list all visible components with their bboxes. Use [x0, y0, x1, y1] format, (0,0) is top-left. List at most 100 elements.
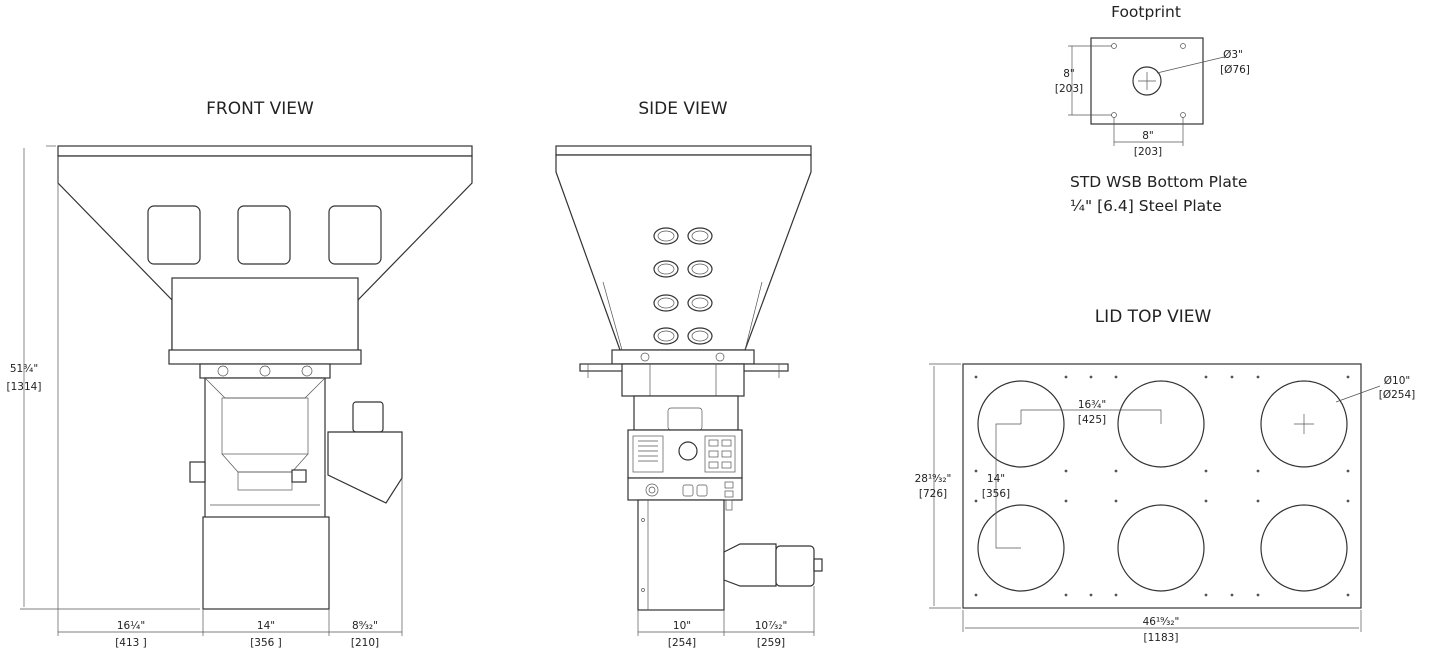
- side-motor-gearbox: [723, 543, 777, 587]
- footprint-height-in: 8": [1063, 68, 1075, 80]
- side-outlet: [696, 484, 708, 497]
- lid-spacing-x-in: 16¾": [1078, 399, 1106, 411]
- front-left-mm: [413 ]: [115, 637, 147, 649]
- sight-port-inner: [657, 330, 675, 342]
- side-mix-chamber: [637, 499, 725, 611]
- control-switch: [708, 439, 719, 447]
- lid-spacing-y-in: 14": [987, 473, 1005, 485]
- footprint-hole-mm: [Ø76]: [1220, 64, 1250, 76]
- sight-port-inner: [657, 230, 675, 242]
- lid-bolt-hole: [1346, 375, 1350, 379]
- front-sight-window: [147, 205, 201, 265]
- lid-bolt-hole: [1114, 593, 1118, 597]
- control-switch: [708, 461, 719, 469]
- lid-hole-in: Ø10": [1384, 375, 1410, 387]
- front-right-mm: [210]: [351, 637, 379, 649]
- side-chamber-rivet: [641, 588, 645, 592]
- control-logo: [678, 441, 698, 461]
- front-height-in: 51¾": [10, 363, 38, 375]
- side-upper-body: [633, 395, 739, 431]
- side-right-in: 10⁷⁄₃₂": [755, 620, 788, 632]
- lid-spacing-x-mm: [425]: [1078, 414, 1106, 426]
- side-hopper-lip: [555, 145, 812, 156]
- lid-bolt-hole: [1064, 593, 1068, 597]
- side-hopper-body: [555, 154, 812, 351]
- lid-bolt-holes: [974, 375, 1350, 597]
- front-flange: [168, 349, 362, 365]
- footprint-note-line1: STD WSB Bottom Plate: [1070, 173, 1247, 191]
- lid-bolt-hole: [974, 499, 978, 503]
- lid-view-title: LID TOP VIEW: [1095, 307, 1212, 327]
- side-chamber-rivet: [641, 518, 645, 522]
- lid-bolt-hole: [1064, 469, 1068, 473]
- plate-hole-leader: [1156, 56, 1225, 74]
- sight-port: [653, 327, 679, 345]
- front-mid-in: 14": [257, 620, 275, 632]
- lid-bolt-hole: [1204, 593, 1208, 597]
- sight-port-inner: [657, 297, 675, 309]
- front-right-in: 8⁹⁄₃₂": [352, 620, 378, 632]
- side-outlet: [682, 484, 694, 497]
- sight-port: [653, 294, 679, 312]
- side-view-title: SIDE VIEW: [638, 99, 727, 119]
- side-switch: [724, 490, 734, 498]
- lid-bolt-hole: [1230, 375, 1234, 379]
- sight-port-inner: [691, 297, 709, 309]
- front-hopper-box: [171, 277, 359, 353]
- front-valve-circle: [259, 365, 271, 377]
- side-view: SIDE VIEW: [555, 99, 823, 649]
- lid-bolt-hole: [1230, 593, 1234, 597]
- sight-port: [653, 227, 679, 245]
- control-switch: [721, 439, 732, 447]
- side-motor-end: [813, 558, 823, 572]
- lid-bolt-hole: [1114, 375, 1118, 379]
- front-valve-circle: [217, 365, 229, 377]
- front-mid-mm: [356 ]: [250, 637, 282, 649]
- lid-bolt-hole: [1256, 375, 1260, 379]
- side-left-in: 10": [673, 620, 691, 632]
- lid-bolt-hole: [1114, 499, 1118, 503]
- front-view-title: FRONT VIEW: [206, 99, 314, 119]
- sight-port: [687, 260, 713, 278]
- front-mix-chamber: [202, 516, 330, 610]
- plate-bolt-hole: [1180, 43, 1186, 49]
- footprint-title: Footprint: [1111, 3, 1181, 21]
- sight-port-inner: [691, 230, 709, 242]
- side-left-mm: [254]: [668, 637, 696, 649]
- lid-bolt-hole: [1256, 469, 1260, 473]
- control-display: [632, 435, 664, 473]
- lid-hole-leader: [1335, 385, 1381, 403]
- front-sensor: [291, 469, 307, 483]
- front-sight-window: [237, 205, 291, 265]
- lid-bolt-hole: [1089, 375, 1093, 379]
- front-height-mm: [1314]: [7, 381, 42, 393]
- sight-port: [653, 260, 679, 278]
- sight-port: [687, 294, 713, 312]
- control-switch-block: [704, 435, 736, 473]
- lid-bolt-hole: [1256, 499, 1260, 503]
- front-view: FRONT VIEW 51¾" [131: [7, 99, 473, 649]
- lid-width-mm: [1183]: [1144, 632, 1179, 644]
- sight-port: [687, 227, 713, 245]
- sight-port-inner: [657, 263, 675, 275]
- front-valve-circle: [301, 365, 313, 377]
- side-flange-bolt: [640, 352, 650, 362]
- lid-hole: [1260, 504, 1348, 592]
- side-sight-ports: [653, 227, 713, 345]
- lid-bolt-hole: [1346, 499, 1350, 503]
- front-sight-window: [328, 205, 382, 265]
- side-hopper-brace: [602, 281, 763, 351]
- side-connector: [645, 483, 659, 497]
- lid-bolt-hole: [1256, 593, 1260, 597]
- lid-hole: [1117, 504, 1205, 592]
- lid-bolt-hole: [1204, 499, 1208, 503]
- footprint-note-line2: ¼" [6.4] Steel Plate: [1070, 197, 1222, 215]
- sight-port-inner: [691, 330, 709, 342]
- lid-bolt-hole: [974, 375, 978, 379]
- front-hopper-lip: [57, 145, 473, 157]
- front-weigh-window: [221, 397, 309, 455]
- lid-height-mm: [726]: [919, 488, 947, 500]
- side-plug: [725, 499, 733, 511]
- side-flange-bolt: [715, 352, 725, 362]
